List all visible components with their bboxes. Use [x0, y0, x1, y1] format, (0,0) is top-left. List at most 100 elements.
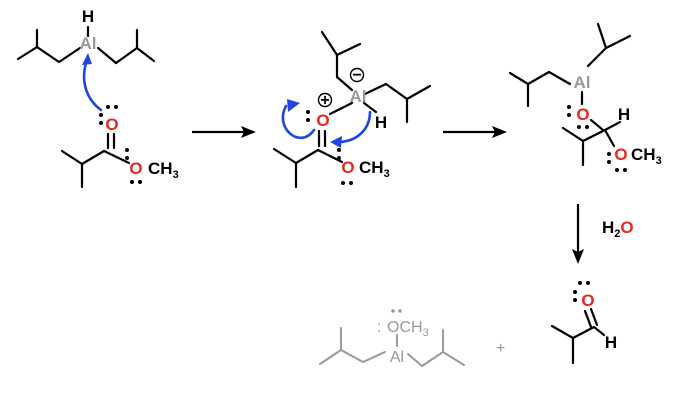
carbonyl-oxygen: O — [105, 115, 118, 134]
c-h-bond — [603, 120, 622, 132]
lone-pair-dot — [337, 148, 341, 152]
o-c-bond — [589, 118, 605, 132]
lone-pair-dot — [341, 181, 345, 185]
curly-arrow-o-to-al — [82, 58, 103, 112]
ester-alpha-bond — [80, 149, 106, 166]
plus-sign: + — [496, 340, 505, 357]
isobutyl-left-bonds — [319, 349, 386, 365]
isobutyl-top-bonds — [596, 22, 632, 50]
aldehyde-oxygen: O — [581, 291, 594, 310]
lone-pair-dot — [607, 152, 611, 156]
lone-pair-dot — [306, 110, 310, 114]
c-alpha-bond — [571, 325, 596, 340]
ester-methyl-left-bond — [60, 149, 84, 166]
lone-pair-dot — [130, 180, 134, 184]
aldehyde-h-label: H — [605, 333, 617, 352]
carbonyl-oxygen: O — [316, 111, 329, 130]
arrowhead — [572, 249, 584, 264]
ester-c-o-bond — [316, 148, 344, 164]
isobutyl-left-bonds — [16, 45, 82, 64]
lone-pair-dot — [573, 298, 577, 302]
step2-complex: Al − H + O O CH3 — [272, 30, 432, 189]
al-isobutyl-right-bond — [363, 82, 388, 96]
product-aldehyde: O H — [550, 281, 617, 365]
arrowhead — [241, 126, 256, 138]
reaction-arrow-3: H2O — [572, 204, 634, 264]
c-o-ester-bond — [603, 128, 616, 148]
reaction-arrow-2 — [443, 126, 507, 138]
ester-methyl-left-bond — [272, 147, 298, 165]
lone-pair-dot — [99, 113, 103, 117]
methoxy-label: CH3 — [359, 158, 390, 180]
lone-pair-dot — [586, 281, 590, 285]
al-isobutyl-top-bond — [335, 75, 354, 92]
isopropyl-left-bond — [561, 126, 585, 143]
lone-pair-dot — [106, 105, 110, 109]
methoxy-label: CH3 — [148, 159, 179, 181]
al-isobutyl-right-bond — [407, 353, 423, 367]
ester-alpha-bond — [294, 148, 320, 165]
positive-charge-sign: + — [320, 92, 329, 109]
colon-label: : — [377, 319, 381, 336]
lone-pair-dot — [349, 181, 353, 185]
lone-pair-dot — [99, 121, 103, 125]
water-reagent-label: H2O — [602, 218, 634, 240]
isopropyl-left-bond — [550, 324, 575, 340]
lone-pair-dot — [138, 180, 142, 184]
aluminum-label: Al — [390, 349, 404, 366]
isobutyl-right-bonds — [421, 351, 465, 367]
positive-charge-circle — [317, 92, 333, 108]
lone-pair-dot — [306, 118, 310, 122]
c-h-bond — [592, 325, 606, 337]
ester-oxygen: O — [341, 158, 354, 177]
ester-oxygen: O — [129, 159, 142, 178]
negative-charge-circle — [349, 67, 365, 83]
methoxy-label: CH3 — [631, 145, 662, 167]
al-isobutyl-right-bond — [96, 46, 118, 65]
ester-oxygen: O — [614, 145, 627, 164]
new-h-label: H — [618, 105, 630, 124]
methoxy-label: OCH3 — [387, 319, 429, 339]
lone-pair-dot — [607, 160, 611, 164]
lone-pair-dot — [573, 290, 577, 294]
arrowhead — [492, 126, 507, 138]
aluminum-label: Al — [80, 34, 97, 53]
lone-pair-dot — [585, 125, 589, 129]
lone-pair-dot — [114, 105, 118, 109]
lone-pair-dot — [567, 113, 571, 117]
negative-charge-sign: − — [352, 67, 361, 84]
ester-c-o-bond — [102, 149, 131, 165]
lone-pair-dot — [623, 168, 627, 172]
lone-pair-dot — [578, 281, 582, 285]
curly-arrow-pi-to-o — [281, 104, 316, 140]
al-h-bond — [362, 101, 378, 114]
curly-arrow-hydride-to-c — [336, 110, 372, 144]
carbonyl-bond-a — [583, 309, 593, 329]
al-o-dative-bond — [328, 101, 354, 116]
reaction-arrow-1 — [192, 126, 256, 138]
step1-dibal: H Al — [16, 7, 156, 65]
curly-arrowhead — [82, 53, 92, 65]
lone-pair-dot — [125, 156, 129, 160]
hydride-h-label: H — [375, 113, 387, 132]
al-isobutyl-top-bond — [586, 46, 608, 68]
lone-pair-dot — [567, 105, 571, 109]
byproduct-methoxy-dibal: : OCH3 Al — [319, 309, 465, 367]
lone-pair-dot — [391, 309, 395, 313]
step1-ester: O O CH3 — [60, 53, 179, 189]
curly-arrowhead — [287, 99, 300, 112]
isobutyl-right-bonds — [384, 82, 432, 101]
carbonyl-bond-b — [589, 307, 599, 327]
c-alpha-bond — [581, 128, 607, 143]
lone-pair-dot — [125, 148, 129, 152]
alkoxide-oxygen: O — [576, 105, 589, 124]
step3-intermediate: Al O H O CH3 — [508, 22, 662, 172]
curly-arrowhead — [330, 136, 342, 148]
lone-pair-dot — [337, 156, 341, 160]
lone-pair-dot — [398, 309, 402, 313]
isobutyl-left-bonds — [508, 70, 572, 86]
aluminum-label: Al — [350, 87, 367, 106]
isobutyl-top-bonds — [320, 30, 362, 57]
lone-pair-dot — [615, 168, 619, 172]
